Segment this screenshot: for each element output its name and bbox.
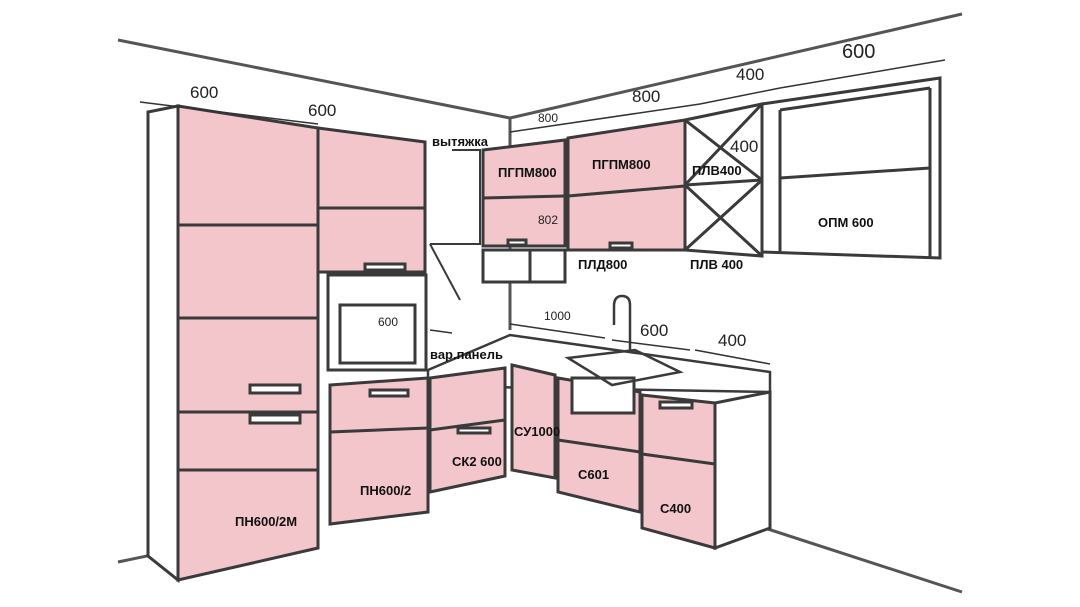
label-pld800: ПЛД800 — [578, 257, 628, 272]
open-shelf-opm600 — [760, 76, 942, 260]
label-s400: С400 — [660, 501, 692, 516]
dim-tall-left: 600 — [190, 83, 219, 102]
label-var-panel: вар.панель — [430, 347, 504, 362]
tall-cabinet-left — [146, 104, 320, 584]
label-pgpm800-left: ПГПМ800 — [498, 165, 557, 180]
label-plv400-top: ПЛВ400 — [692, 163, 742, 178]
dim-upper-left-800: 800 — [538, 111, 559, 125]
wine-rack-plv400 — [683, 102, 764, 258]
label-pn600-2: ПН600/2 — [360, 483, 412, 498]
dim-upper-600: 600 — [842, 41, 876, 63]
dim-upper-400: 400 — [736, 65, 765, 84]
label-hood: вытяжка — [432, 134, 488, 149]
label-pn600-2m: ПН600/2М — [235, 514, 298, 529]
dimension-lines — [139, 59, 946, 365]
dim-oven-gap-600: 600 — [378, 315, 399, 329]
base-cabinet-s601 — [556, 376, 642, 514]
label-pgpm800-right: ПГПМ800 — [592, 157, 651, 172]
label-opm600: ОПМ 600 — [818, 215, 874, 230]
dim-base-1000: 1000 — [544, 309, 571, 323]
dim-tall-right: 600 — [308, 101, 337, 120]
range-hood — [429, 149, 481, 301]
base-cabinet-sk2-600 — [428, 366, 507, 494]
label-s601: С601 — [578, 467, 610, 482]
upper-cabinet-pgpm800-right — [566, 118, 687, 252]
dim-base-400: 400 — [718, 331, 747, 350]
tall-cabinet-right — [316, 126, 430, 526]
dim-inner-400: 400 — [730, 137, 759, 156]
dim-inner-802: 802 — [538, 213, 559, 227]
dim-upper-right-800: 800 — [632, 87, 661, 106]
dim-base-600: 600 — [640, 321, 669, 340]
label-plv400-bottom: ПЛВ 400 — [690, 257, 744, 272]
upper-cabinet-pgpm800-left — [481, 138, 567, 284]
label-su1000: СУ1000 — [514, 424, 561, 439]
base-cabinet-su1000 — [510, 363, 557, 480]
label-sk2-600: СК2 600 — [452, 454, 502, 469]
sink — [564, 294, 684, 387]
base-cabinet-s400 — [640, 390, 772, 551]
